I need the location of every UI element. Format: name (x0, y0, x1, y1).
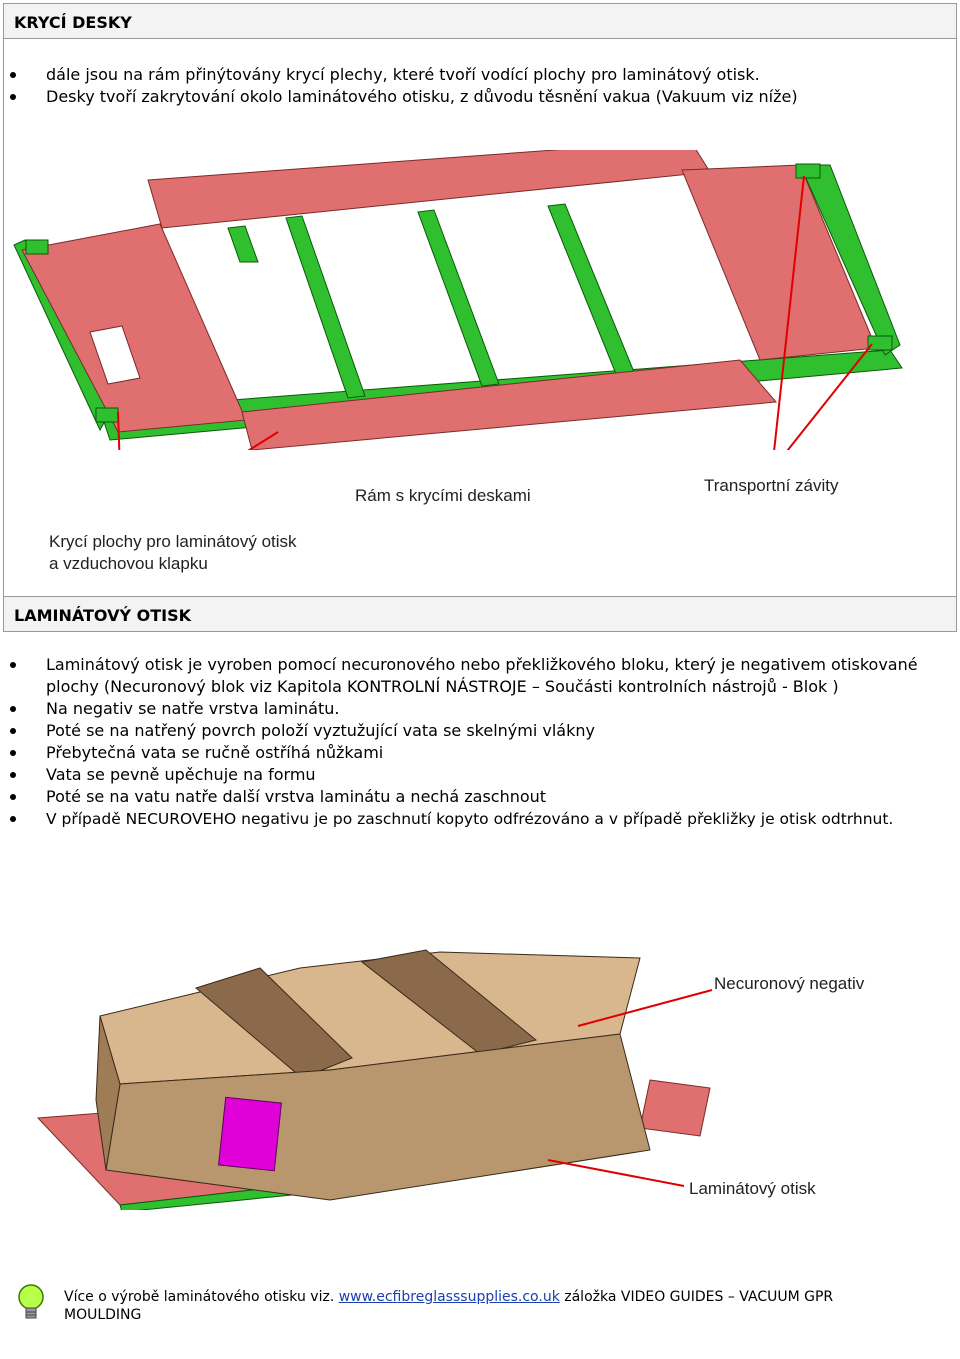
arrow (577, 989, 713, 1027)
block-channel (194, 967, 353, 1079)
frame-figure (13, 150, 903, 450)
list-item: Laminátový otisk je vyroben pomocí necur… (0, 654, 930, 698)
cross-member (227, 225, 259, 263)
air-flap-opening (89, 325, 141, 385)
arrow (786, 343, 873, 450)
transport-thread (25, 239, 49, 255)
border-right (956, 39, 957, 599)
lightbulb-icon (18, 1284, 44, 1319)
list-item: Vata se pevně upěchuje na formu (0, 764, 930, 786)
bullet-list-kryci-desky: dále jsou na rám přinýtovány krycí plech… (0, 64, 950, 108)
cross-member (547, 203, 635, 375)
footer-note: Více o výrobě laminátového otisku viz. w… (64, 1289, 834, 1323)
footer-link[interactable]: www.ecfibreglasssupplies.co.uk (338, 1289, 560, 1305)
label-frame: Rám s krycími deskami (355, 486, 531, 505)
arrow (773, 175, 805, 450)
clamp (218, 1096, 282, 1172)
list-item: V případě NECUROVEHO negativu je po zasc… (0, 808, 930, 830)
label-laminate-mould: Laminátový otisk (689, 1179, 816, 1198)
block-left-side (95, 1015, 121, 1171)
arrow (247, 431, 279, 450)
arrow (117, 411, 121, 450)
bullet-list-laminatovy-otisk: Laminátový otisk je vyroben pomocí necur… (0, 654, 930, 830)
transport-thread (95, 407, 119, 423)
list-item: Poté se na vatu natře další vrstva lamin… (0, 786, 930, 808)
block-channel (360, 949, 538, 1055)
list-item: Přebytečná vata se ručně ostříhá nůžkami (0, 742, 930, 764)
list-item: Desky tvoří zakrytování okolo laminátové… (0, 86, 950, 108)
label-necuron-negative: Necuronový negativ (714, 974, 865, 993)
list-item: Poté se na natřený povrch položí vyztužu… (0, 720, 930, 742)
list-item: Na negativ se natře vrstva laminátu. (0, 698, 930, 720)
arrow (547, 1159, 685, 1187)
cross-member (417, 209, 500, 387)
block-figure (36, 949, 713, 1210)
transport-thread (795, 163, 821, 179)
label-cover-plates: Krycí plochy pro laminátový otisk a vzdu… (49, 532, 297, 573)
border-left (3, 39, 4, 599)
section-header-laminatovy-otisk: LAMINÁTOVÝ OTISK (3, 596, 957, 632)
list-item: dále jsou na rám přinýtovány krycí plech… (0, 64, 950, 86)
section-title: LAMINÁTOVÝ OTISK (14, 606, 191, 625)
section-title: KRYCÍ DESKY (14, 13, 132, 32)
cover-plate-bottom (241, 359, 778, 450)
laminate-plate (639, 1079, 711, 1137)
label-transport-threads: Transportní závity (704, 476, 839, 495)
section-header-kryci-desky: KRYCÍ DESKY (3, 3, 957, 39)
transport-thread (867, 335, 893, 351)
cross-member (285, 215, 366, 399)
